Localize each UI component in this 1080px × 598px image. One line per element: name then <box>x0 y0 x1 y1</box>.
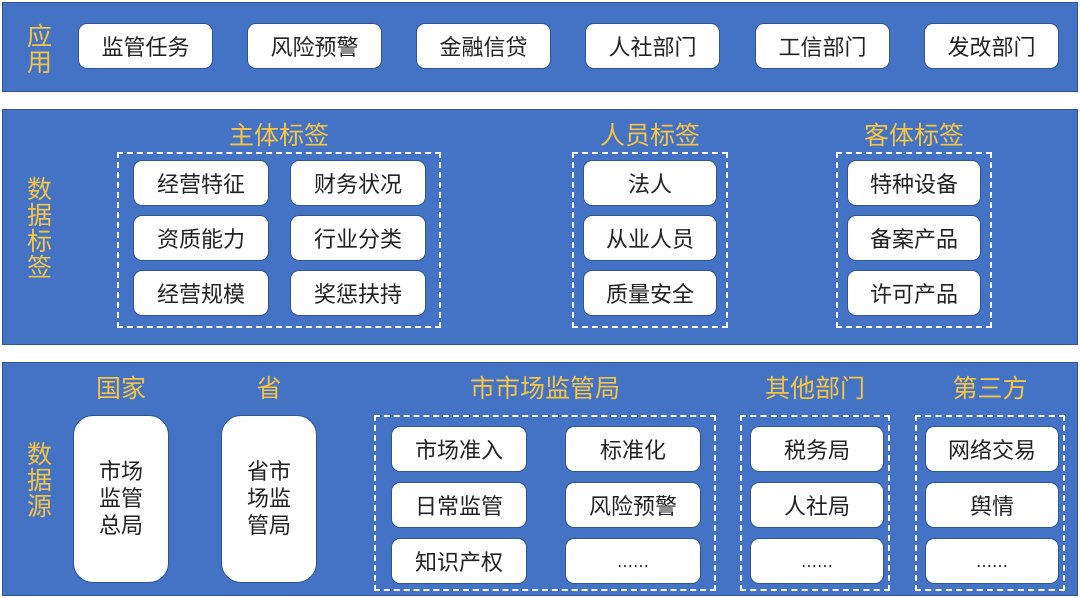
object-tags-title: 客体标签 <box>863 121 964 150</box>
subject-tag-business-features: 经营特征 <box>133 160 269 206</box>
city-source-standardization: 标准化 <box>565 426 701 472</box>
provincial-source-box: 省市 场监 管局 <box>221 415 317 583</box>
app-item-financial-credit: 金融信贷 <box>416 23 551 69</box>
city-source-more: …… <box>565 538 701 584</box>
city-bureau-group <box>374 415 716 591</box>
personnel-tag-employees: 从业人员 <box>583 215 717 261</box>
national-source-title: 国家 <box>95 374 146 403</box>
provincial-source-line: 省市 <box>246 459 291 485</box>
app-item-industry-dept: 工信部门 <box>755 23 890 69</box>
national-source-box: 市场 监管 总局 <box>73 415 169 583</box>
application-layer-label: 应用 <box>23 23 53 75</box>
city-source-daily-supervision: 日常监管 <box>391 482 527 528</box>
other-departments-group <box>740 415 890 591</box>
national-source-line: 市场 <box>98 459 143 485</box>
personnel-tag-legal-person: 法人 <box>583 160 717 206</box>
other-source-hr-bureau: 人社局 <box>750 482 884 528</box>
subject-tag-business-scale: 经营规模 <box>133 270 269 316</box>
city-source-market-access: 市场准入 <box>391 426 527 472</box>
provincial-source-line: 场监 <box>246 486 291 512</box>
other-source-more: …… <box>750 538 884 584</box>
app-item-development-dept: 发改部门 <box>924 23 1059 69</box>
app-item-supervision-task: 监管任务 <box>78 23 213 69</box>
city-bureau-title: 市市场监管局 <box>469 374 620 403</box>
app-item-hr-department: 人社部门 <box>585 23 720 69</box>
data-tags-layer: 数据标签 主体标签 经营特征 财务状况 资质能力 行业分类 经营规模 奖惩扶持 … <box>2 109 1078 345</box>
other-source-tax-bureau: 税务局 <box>750 426 884 472</box>
provincial-source-title: 省 <box>256 374 282 403</box>
object-tags-group <box>836 152 992 328</box>
subject-tags-group <box>117 152 441 328</box>
subject-tag-financial-status: 财务状况 <box>290 160 426 206</box>
subject-tag-qualification: 资质能力 <box>133 215 269 261</box>
third-party-title: 第三方 <box>952 374 1028 403</box>
third-party-group <box>915 415 1065 591</box>
third-party-public-opinion: 舆情 <box>925 482 1059 528</box>
city-source-risk-warning: 风险预警 <box>565 482 701 528</box>
third-party-more: …… <box>925 538 1059 584</box>
object-tag-special-equipment: 特种设备 <box>847 160 981 206</box>
application-layer: 应用 监管任务 风险预警 金融信贷 人社部门 工信部门 发改部门 <box>2 2 1078 92</box>
data-sources-layer-label: 数据源 <box>23 441 53 519</box>
object-tag-filed-products: 备案产品 <box>847 215 981 261</box>
provincial-source-line: 管局 <box>246 513 291 539</box>
app-item-risk-warning: 风险预警 <box>247 23 382 69</box>
other-departments-title: 其他部门 <box>764 374 865 403</box>
personnel-tag-quality-safety: 质量安全 <box>583 270 717 316</box>
national-source-line: 监管 <box>98 486 143 512</box>
data-sources-layer: 数据源 国家 市场 监管 总局 省 省市 场监 管局 市市场监管局 市场准入 标… <box>2 362 1078 596</box>
third-party-online-trading: 网络交易 <box>925 426 1059 472</box>
personnel-tags-title: 人员标签 <box>599 121 700 150</box>
object-tag-licensed-products: 许可产品 <box>847 270 981 316</box>
subject-tag-rewards: 奖惩扶持 <box>290 270 426 316</box>
subject-tag-industry-class: 行业分类 <box>290 215 426 261</box>
city-source-ip: 知识产权 <box>391 538 527 584</box>
personnel-tags-group <box>572 152 728 328</box>
subject-tags-title: 主体标签 <box>228 121 329 150</box>
data-tags-layer-label: 数据标签 <box>23 176 53 280</box>
national-source-line: 总局 <box>98 513 143 539</box>
